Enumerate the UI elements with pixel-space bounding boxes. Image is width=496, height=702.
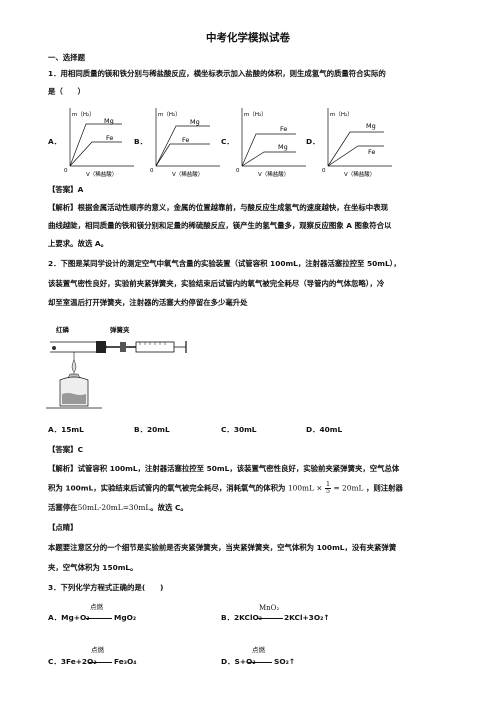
fraction-one-fifth: 1 5 xyxy=(325,482,331,495)
q3-option-b-reaction-line xyxy=(257,618,283,619)
q1-option-b: B． xyxy=(134,137,148,146)
flame-icon xyxy=(71,359,77,373)
q3-option-a-left: A．Mg+O₂ xyxy=(48,613,90,622)
spring-clip-icon xyxy=(120,342,126,352)
graph-a-bottom-line-label: Fe xyxy=(106,134,113,142)
section-heading: 一、选择题 xyxy=(48,53,85,62)
q3-text-line1: 3．下列化学方程式正确的是( ) xyxy=(48,583,164,592)
q1-graph-c: m（H₂） Fe Mg 0 V（稀盐酸） xyxy=(236,108,306,178)
graph-b-xlabel: V（稀盐酸） xyxy=(172,170,203,178)
page-title: 中考化学模拟试卷 xyxy=(206,32,290,44)
q1-analysis-line3: 上要求。故选 A。 xyxy=(48,239,109,248)
graph-d-origin: 0 xyxy=(322,168,326,174)
q3-option-b-right: 2KCl+3O₂↑ xyxy=(284,613,330,622)
q3-option-c-right: Fe₃O₄ xyxy=(114,657,137,666)
q2-option-b: B．20mL xyxy=(134,425,170,434)
lamp-fuel xyxy=(62,393,86,404)
graph-b-origin: 0 xyxy=(150,168,154,174)
q2-answer: 【答案】C xyxy=(48,445,83,454)
q2-text-line3: 却至室温后打开弹簧夹，注射器的活塞大约停留在多少毫升处 xyxy=(48,298,248,307)
fraction-numerator: 1 xyxy=(325,481,331,489)
q2-analysis-line3-tail: 。故选 C。 xyxy=(150,503,188,512)
q3-option-b-condition: MnO₂ xyxy=(259,604,280,612)
graph-d-xlabel: V（稀盐酸） xyxy=(344,170,375,178)
fraction-denominator: 5 xyxy=(326,488,330,495)
q3-option-d-reaction-line xyxy=(248,662,272,663)
q2-analysis-line3: 活塞停在50mL-20mL=30mL。故选 C。 xyxy=(48,502,188,513)
q2-option-c: C．30mL xyxy=(221,425,257,434)
q2-option-d: D．40mL xyxy=(306,425,343,434)
q2-note-label: 【点睛】 xyxy=(48,523,78,532)
graph-c-top-line-label: Fe xyxy=(280,125,287,133)
graph-a-top-line-label: Mg xyxy=(104,117,114,125)
formula-result: 50mL-20mL=30mL xyxy=(77,503,151,512)
graph-c-origin: 0 xyxy=(236,168,240,174)
q3-option-d-condition: 点燃 xyxy=(252,646,265,654)
graph-d-bottom-line-label: Fe xyxy=(368,148,375,156)
graph-c-bottom-line-label: Mg xyxy=(278,143,288,151)
q1-graph-a: m（H₂） Mg Fe 0 V（稀盐酸） xyxy=(64,108,134,178)
stopper xyxy=(96,341,106,353)
graph-a-xlabel: V（稀盐酸） xyxy=(86,170,117,178)
graph-d-ylabel: m（H₂） xyxy=(330,111,353,118)
graph-d-top-line-label: Mg xyxy=(366,122,376,130)
q1-graph-d: m（H₂） Mg Fe 0 V（稀盐酸） xyxy=(322,108,392,178)
graph-a-origin: 0 xyxy=(64,168,68,174)
label-spring-clip: 弹簧夹 xyxy=(110,326,130,334)
q2-analysis-line2-tail: ，则注射器 xyxy=(365,483,403,493)
graph-b-ylabel: m（H₂） xyxy=(158,111,181,118)
q1-option-c: C． xyxy=(221,137,234,146)
q1-option-d: D． xyxy=(306,137,320,146)
label-red-phosphorus: 红磷 xyxy=(56,326,69,334)
q2-analysis-line3-text: 活塞停在 xyxy=(48,503,78,512)
q3-option-c-condition: 点燃 xyxy=(91,646,104,654)
q2-text-line1: 2．下图是某同学设计的测定空气中氧气含量的实验装置（试管容积 100mL，注射器… xyxy=(48,259,401,268)
graph-a-ylabel: m（H₂） xyxy=(72,111,95,118)
q2-note-line2: 夹，空气体积为 150mL。 xyxy=(48,563,138,572)
q3-option-c-reaction-line xyxy=(88,662,112,663)
graph-b-top-line-label: Mg xyxy=(190,118,200,126)
q1-text-line2: 是（ ） xyxy=(48,87,85,96)
graph-c-ylabel: m（H₂） xyxy=(244,111,267,118)
q3-option-a-right: MgO₂ xyxy=(114,613,137,622)
q3-option-c-left: C．3Fe+2O₂ xyxy=(48,657,97,666)
q3-option-a-reaction-line xyxy=(86,618,112,619)
q1-graph-b: m（H₂） Mg Fe 0 V（稀盐酸） xyxy=(150,108,220,178)
graph-b-bottom-line-label: Fe xyxy=(182,136,189,144)
graph-c-xlabel: V（稀盐酸） xyxy=(258,170,289,178)
formula-part-b: = 20mL xyxy=(333,483,364,493)
q1-analysis-line2: 曲线越陡，相同质量的铁和镁分别和足量的稀硫酸反应，镁产生的氢气量多，观察反应图象… xyxy=(48,221,392,230)
q3-option-a-condition: 点燃 xyxy=(90,603,103,611)
q2-apparatus-figure xyxy=(46,341,187,409)
q2-analysis-line2: 积为 100mL，实验结束后试管内的氧气被完全耗尽，消耗氧气的体积为 100mL… xyxy=(48,482,403,495)
q2-text-line2: 该装置气密性良好，实验前夹紧弹簧夹，实验结束后试管内的氧气被完全耗尽（导管内的气… xyxy=(48,279,385,288)
q3-option-b-left: B．2KClO₃ xyxy=(221,613,263,622)
q2-option-a: A．15mL xyxy=(48,425,84,434)
q1-answer: 【答案】A xyxy=(48,185,84,194)
q1-analysis-line1: 【解析】根据金属活动性顺序的意义，金属的位置越靠前，与酸反应生成氢气的速度越快，… xyxy=(48,203,388,212)
formula-part-a: 100mL × xyxy=(287,483,323,493)
q1-text-line1: 1．用相同质量的镁和铁分别与稀盐酸反应，横坐标表示加入盐酸的体积，则生成氢气的质… xyxy=(48,69,386,78)
q3-option-d-left: D．S+O₂ xyxy=(221,657,256,666)
q2-analysis-line1: 【解析】试管容积 100mL，注射器活塞拉控至 50mL，该装置气密性良好，实验… xyxy=(48,464,400,473)
red-phosphorus-icon xyxy=(52,346,56,350)
q1-option-a: A． xyxy=(48,137,62,146)
q3-option-d-right: SO₂↑ xyxy=(274,657,296,666)
q2-analysis-line2-text: 积为 100mL，实验结束后试管内的氧气被完全耗尽，消耗氧气的体积为 xyxy=(48,483,286,493)
q2-note-line1: 本题要注意区分的一个细节是实验前是否夹紧弹簧夹，当夹紧弹簧夹，空气体积为 100… xyxy=(48,543,397,552)
